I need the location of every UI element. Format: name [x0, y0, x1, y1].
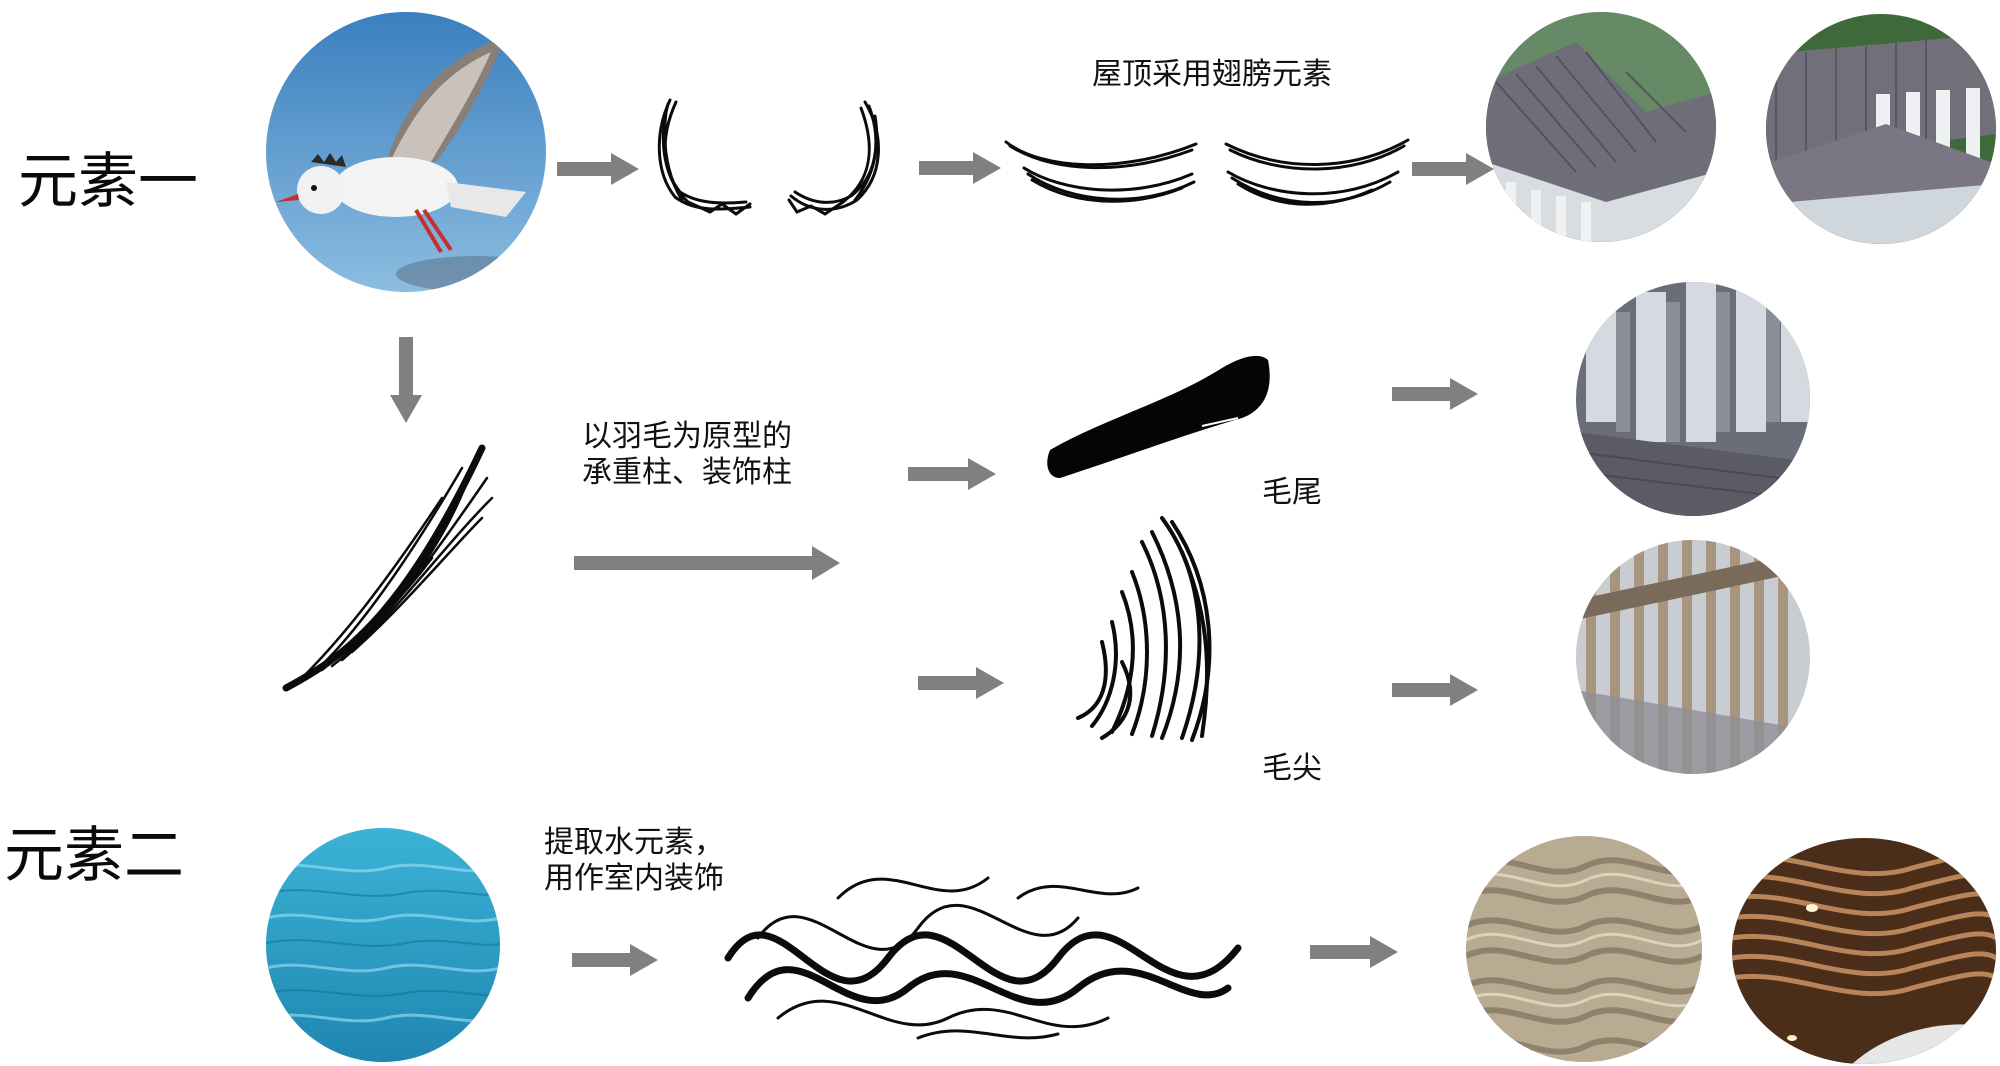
wing-sketch-right	[785, 96, 893, 220]
feather-sketch	[282, 438, 512, 698]
caption-feather-line2: 承重柱、装饰柱	[582, 452, 792, 494]
column-photo-1	[1576, 282, 1810, 516]
column-photo-2	[1576, 540, 1810, 774]
roof-photo-2	[1766, 14, 1996, 244]
roof-wing-sketch-right	[1222, 132, 1412, 214]
arrow-right-icon	[1392, 378, 1478, 410]
arrow-right-icon	[1412, 153, 1494, 185]
water-photo	[266, 828, 500, 1062]
arrow-right-icon	[572, 944, 658, 976]
arrow-down-icon	[390, 337, 422, 423]
wave-wall-photo	[1466, 836, 1702, 1062]
arrow-right-icon	[919, 152, 1001, 184]
arrow-right-icon	[1392, 674, 1478, 706]
section-label-element-two: 元素二	[4, 826, 184, 886]
caption-tail: 毛尾	[1262, 472, 1322, 514]
arrow-right-icon	[908, 458, 996, 490]
roof-wing-sketch-left	[1002, 130, 1200, 212]
wood-ceiling-photo	[1732, 838, 1996, 1064]
seagull-photo	[266, 12, 546, 292]
arrow-right-icon	[1310, 936, 1398, 968]
wave-sketch	[718, 838, 1246, 1054]
wing-sketch-left	[650, 92, 760, 220]
arrow-right-icon	[557, 153, 639, 185]
seagull-illustration	[266, 12, 546, 292]
section-label-element-one: 元素一	[18, 152, 198, 212]
arrow-right-long-icon	[574, 546, 840, 580]
caption-roof: 屋顶采用翅膀元素	[1092, 54, 1332, 96]
caption-tip: 毛尖	[1262, 748, 1322, 790]
feather-tip-sketch	[1062, 512, 1230, 744]
roof-photo-1	[1486, 12, 1716, 242]
arrow-right-icon	[918, 667, 1004, 699]
brush-stroke-tail	[1042, 340, 1274, 484]
caption-water-line2: 用作室内装饰	[544, 858, 724, 900]
